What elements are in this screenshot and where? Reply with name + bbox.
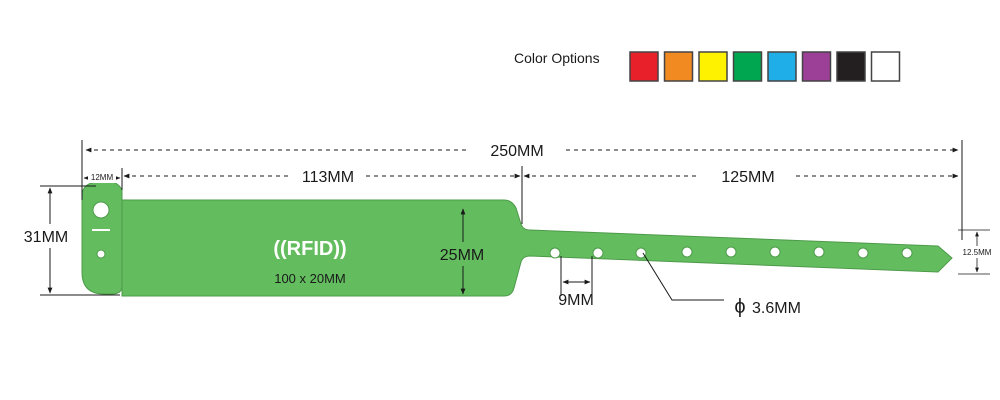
color-swatch <box>767 51 797 82</box>
strap-hole <box>592 247 604 259</box>
dim-12-label-bg <box>88 172 116 183</box>
color-swatches <box>629 51 901 82</box>
strap-hole <box>635 247 647 259</box>
strap-hole <box>681 246 693 258</box>
color-swatch <box>629 51 659 82</box>
color-swatch <box>870 51 901 82</box>
strap-hole <box>769 246 781 258</box>
strap-hole <box>857 247 869 259</box>
color-swatch <box>732 51 763 82</box>
overall-height-label: 31MM <box>24 229 68 246</box>
panel-height-label: 25MM <box>440 247 484 264</box>
hole-diameter-leader <box>642 252 724 301</box>
total-length-label: 250MM <box>490 143 543 160</box>
color-swatch <box>698 51 728 82</box>
color-options-label: Color Options <box>514 50 600 66</box>
strap-hole <box>549 247 561 259</box>
strap-hole <box>813 246 825 258</box>
strap-height-label: 12.5MM <box>963 248 992 257</box>
tab-width-label: 12MM <box>91 173 114 182</box>
color-swatch <box>663 51 694 82</box>
strap-length-label: 125MM <box>721 169 774 186</box>
hole-pitch-label: 9MM <box>558 292 594 309</box>
tab-small-hole <box>96 249 106 259</box>
panel-length-label: 113MM <box>302 169 354 186</box>
strap-hole <box>901 247 913 259</box>
strap-holes <box>549 246 913 259</box>
diameter-symbol: ϕ <box>734 296 745 318</box>
color-swatch <box>801 51 832 82</box>
wristband-body <box>81 181 953 297</box>
panel-size-label: 100 x 20MM <box>274 271 346 286</box>
color-swatch <box>836 51 866 82</box>
tab-large-hole <box>92 201 110 219</box>
strap-hole <box>725 246 737 258</box>
rfid-label: ((RFID)) <box>273 238 346 260</box>
hole-diameter-label: 3.6MM <box>752 300 801 317</box>
